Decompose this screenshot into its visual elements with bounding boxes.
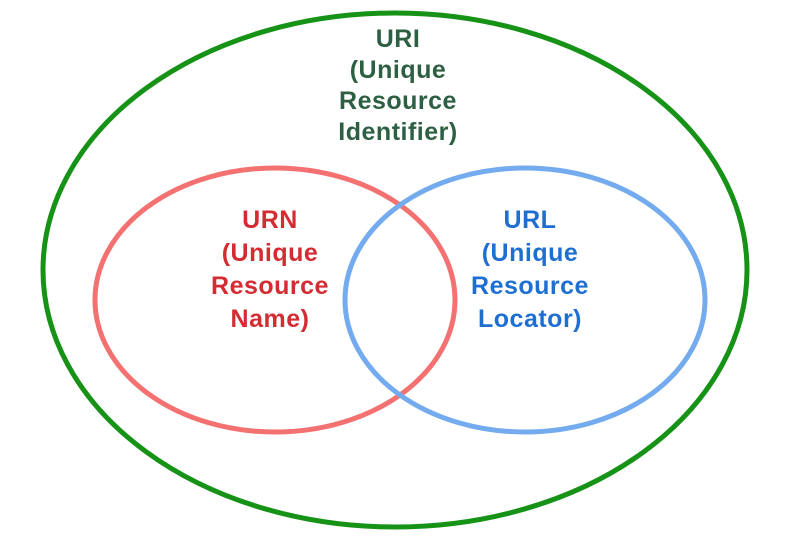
- url-ellipse: [342, 165, 708, 435]
- uri-outer-ellipse: [40, 10, 750, 530]
- urn-ellipse: [92, 165, 458, 435]
